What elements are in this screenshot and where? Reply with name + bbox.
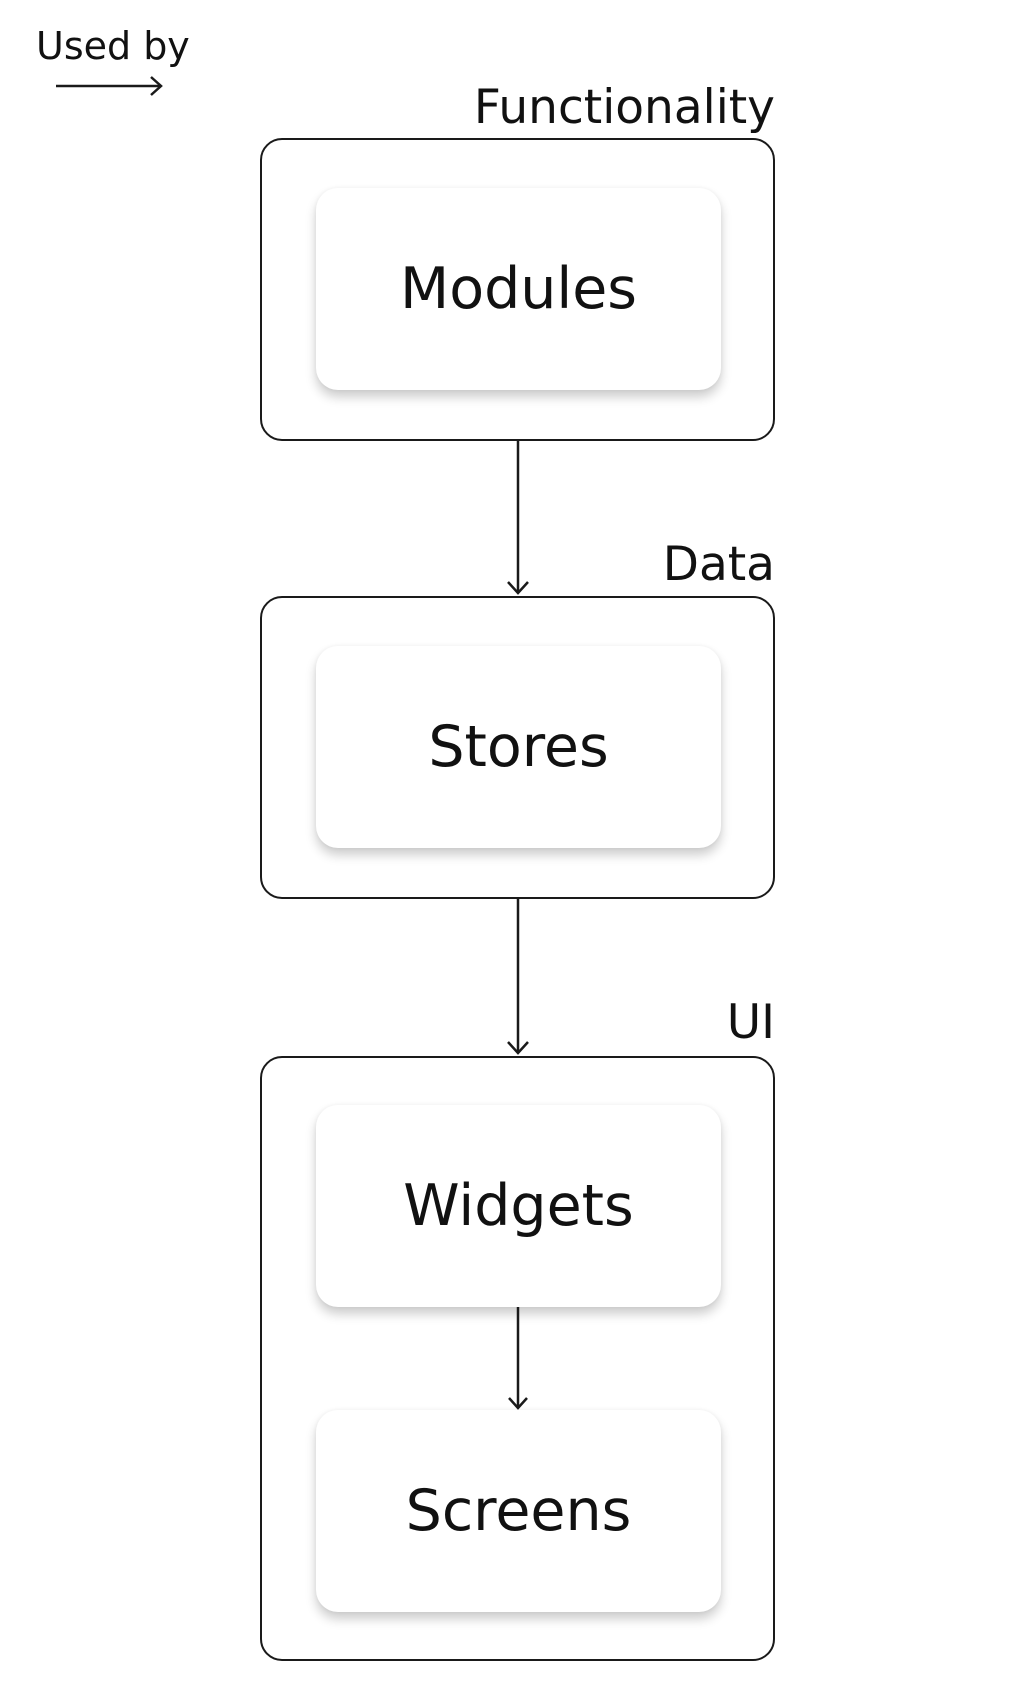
group-label-ui: UI	[726, 995, 775, 1050]
node-stores: Stores	[316, 646, 721, 848]
group-box-functionality	[260, 138, 775, 441]
node-modules: Modules	[316, 188, 721, 390]
legend-arrow-icon	[56, 76, 163, 96]
arrow-functionality-to-data	[507, 441, 529, 595]
arrow-widgets-to-screens	[508, 1307, 528, 1410]
node-widgets: Widgets	[316, 1105, 721, 1307]
legend-label: Used by	[36, 24, 190, 68]
node-screens: Screens	[316, 1410, 721, 1612]
arrow-data-to-ui	[507, 899, 529, 1055]
group-box-data	[260, 596, 775, 899]
group-label-functionality: Functionality	[473, 80, 775, 135]
group-box-ui	[260, 1056, 775, 1661]
group-label-data: Data	[662, 537, 775, 592]
